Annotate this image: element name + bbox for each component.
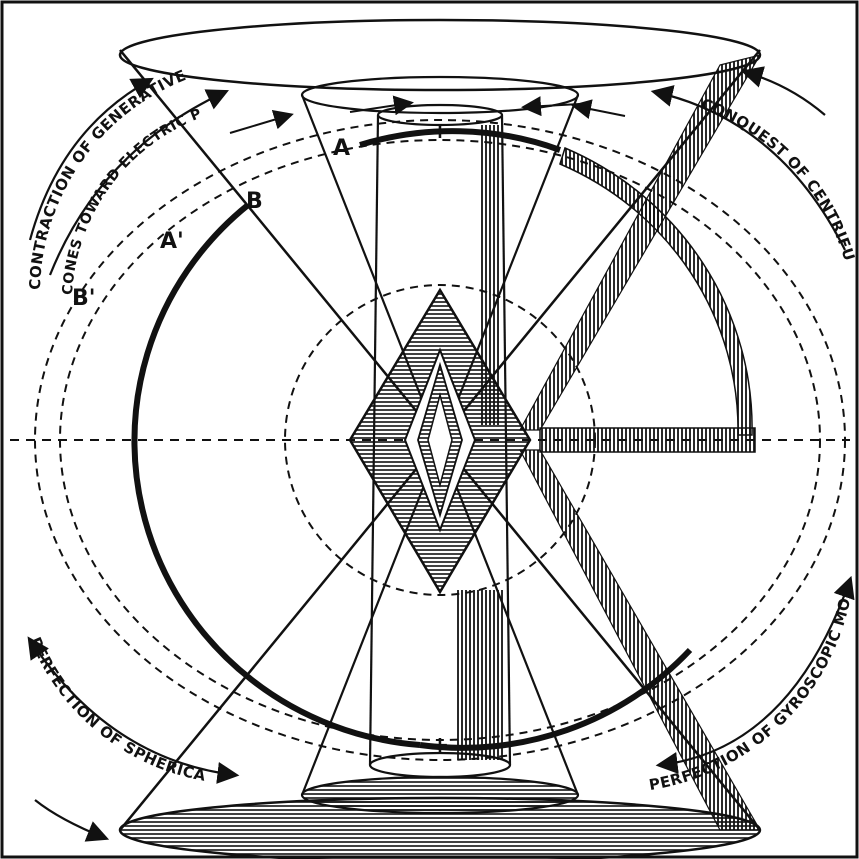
label-a: A (333, 136, 350, 161)
plus-top: + (431, 119, 449, 144)
arrow-icon (745, 72, 825, 115)
label-b: B (246, 189, 263, 214)
label-a-prime: A' (160, 229, 184, 254)
central-diamond (350, 290, 530, 592)
plus-bottom: + (431, 733, 449, 758)
arrow-icon (35, 800, 105, 838)
arrow-icon (230, 115, 290, 133)
equatorial-bar (540, 428, 755, 452)
arrow-icon (575, 106, 625, 116)
